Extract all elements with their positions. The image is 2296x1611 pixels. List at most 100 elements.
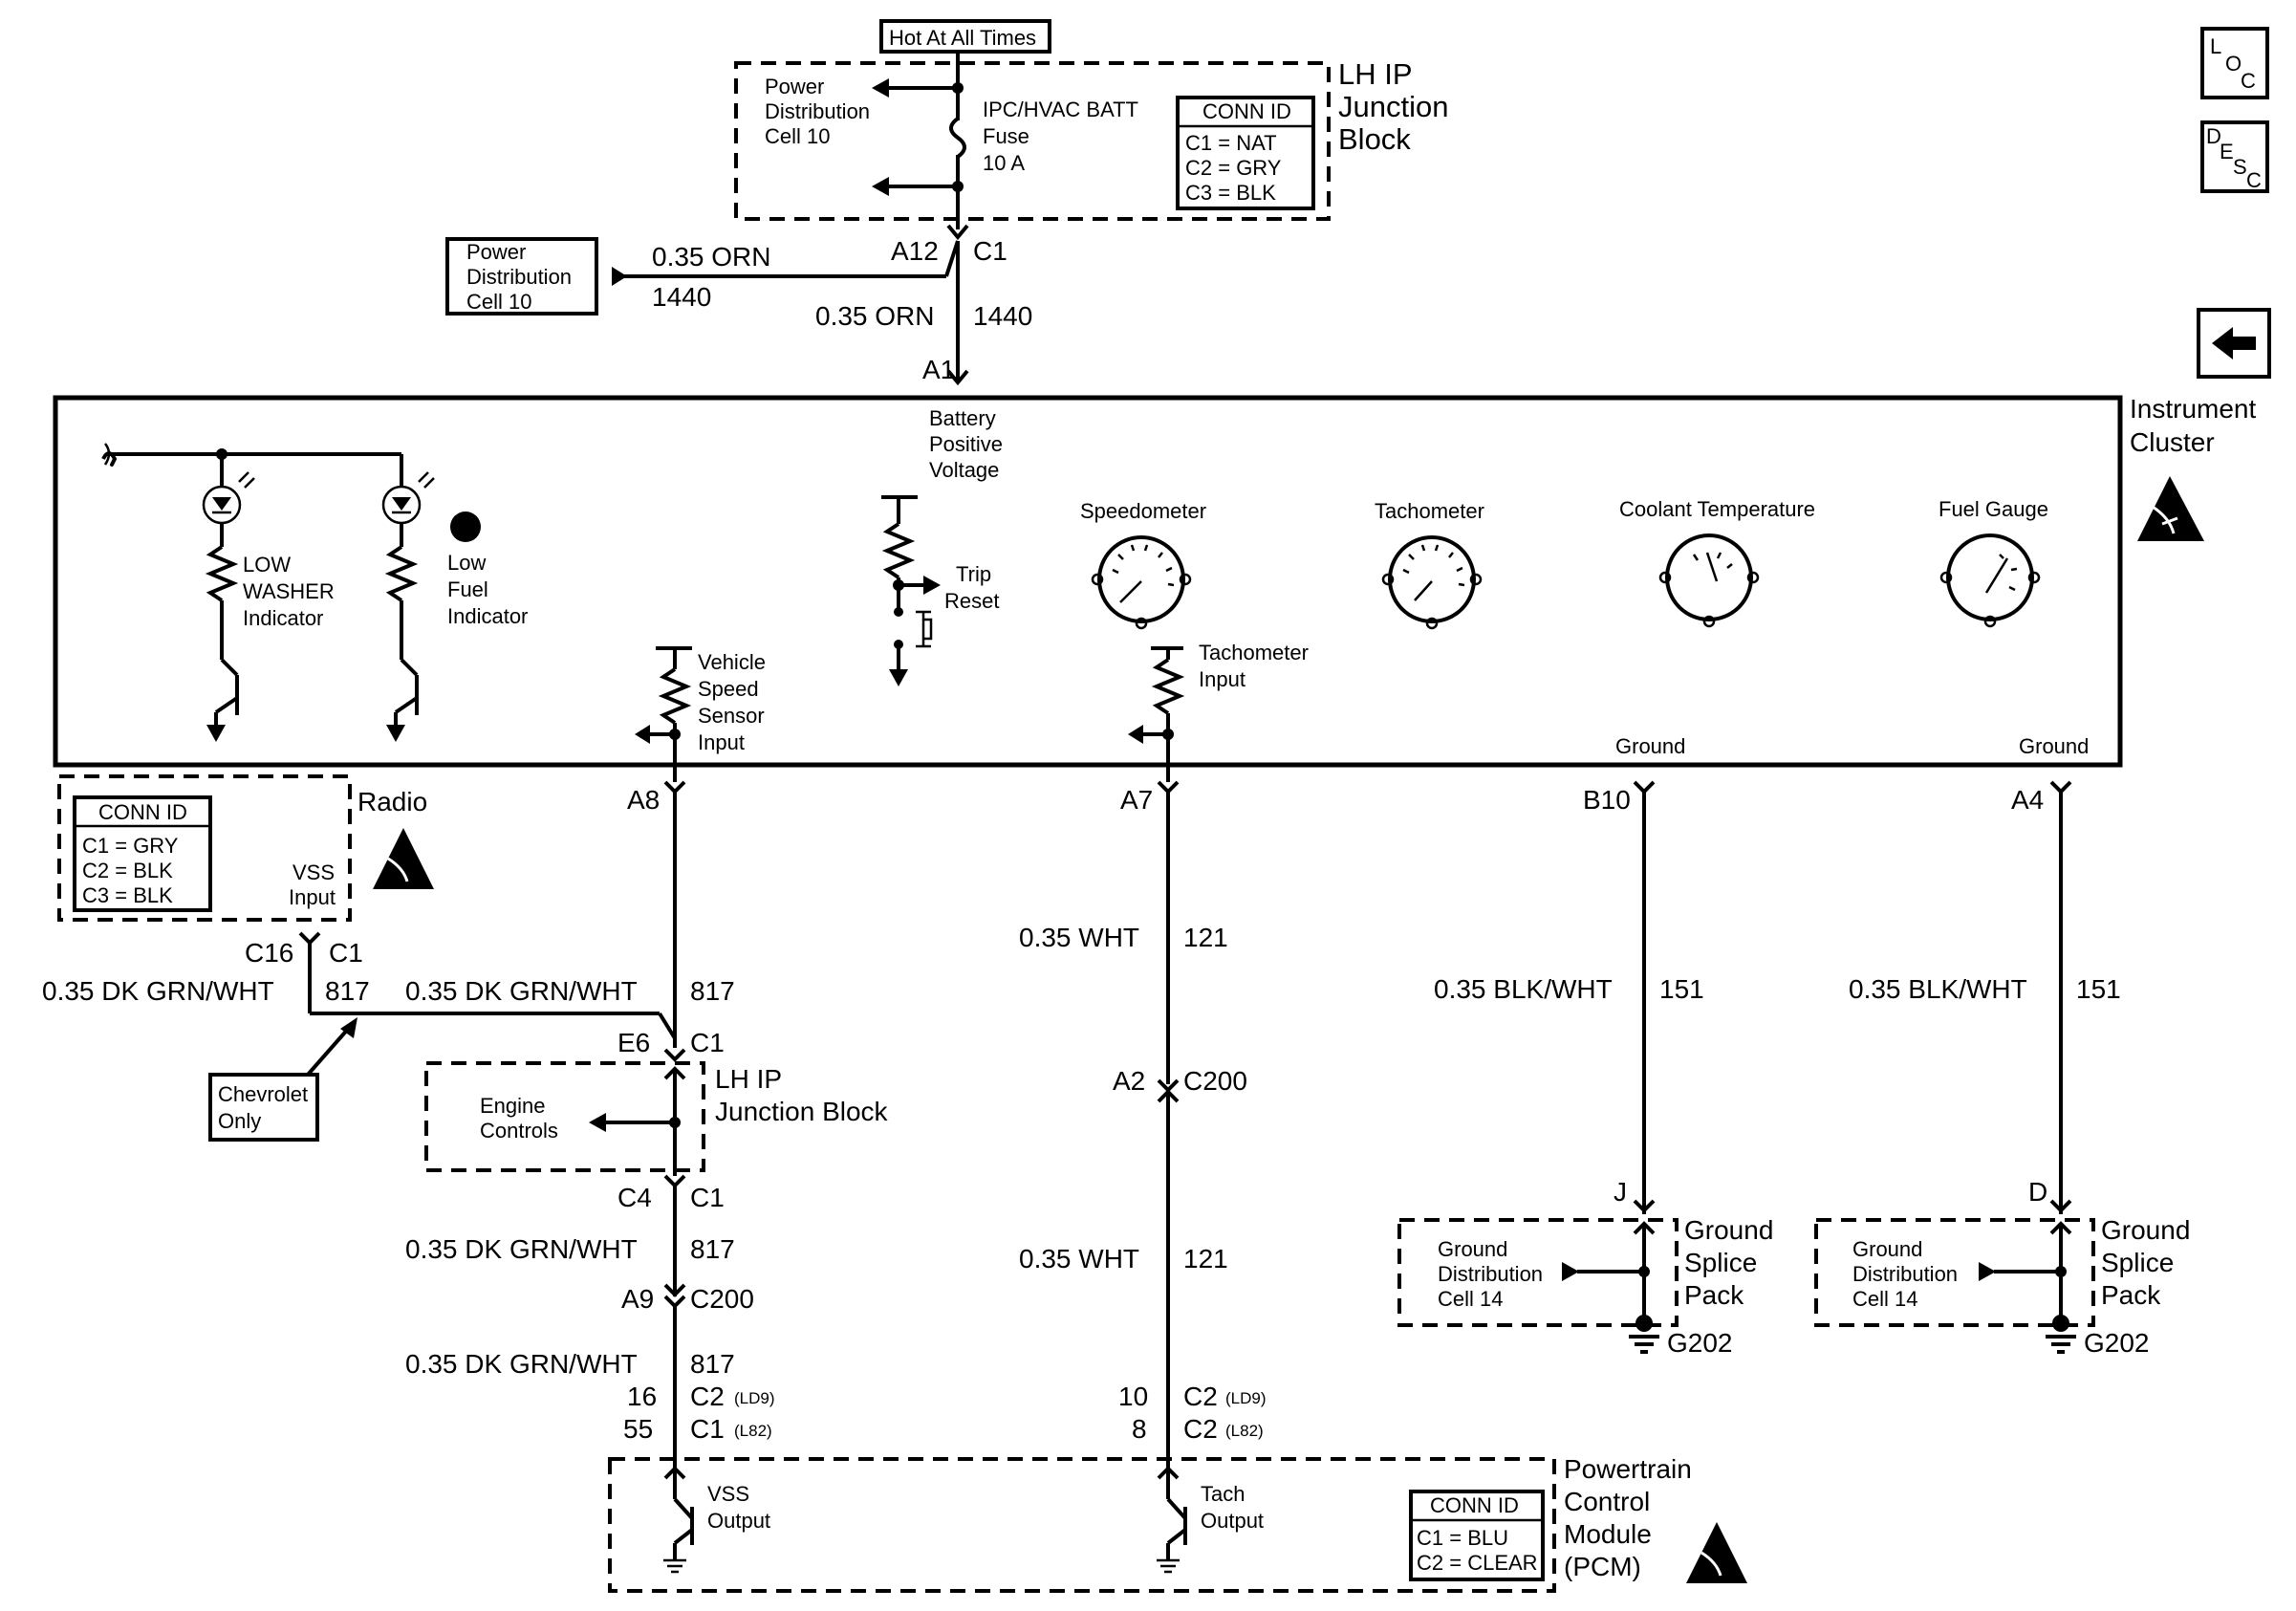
ground-dist-label-1: Ground (1438, 1237, 1507, 1261)
battery-positive-label: Battery (929, 406, 996, 430)
tachometer-label: Tachometer (1375, 499, 1484, 523)
svg-text:C1: C1 (690, 1414, 725, 1444)
svg-text:Voltage: Voltage (929, 458, 999, 482)
svg-text:(LD9): (LD9) (1225, 1389, 1267, 1407)
svg-text:A8: A8 (627, 785, 660, 815)
svg-text:C: C (2241, 69, 2256, 93)
svg-text:Input: Input (289, 885, 336, 909)
svg-text:B10: B10 (1583, 785, 1631, 815)
connector-e6-icon (663, 1048, 686, 1062)
loc-button[interactable]: L O C (2200, 27, 2269, 99)
connector-a4-icon (2049, 780, 2072, 795)
svg-text:CONN ID: CONN ID (1202, 99, 1291, 123)
connector-j-icon (1633, 1199, 1656, 1213)
svg-text:10 A: 10 A (983, 151, 1025, 175)
svg-text:Indicator: Indicator (447, 604, 528, 628)
splice-pack-1-title: Ground (1684, 1215, 1773, 1245)
radio-title: Radio (357, 787, 427, 816)
jb-top-title: LH IP (1338, 57, 1413, 91)
svg-text:C2 = GRY: C2 = GRY (1185, 156, 1282, 180)
low-washer-indicator (202, 471, 255, 742)
svg-text:1440: 1440 (652, 282, 711, 312)
connector-c16-icon (298, 931, 321, 946)
svg-text:C1 = GRY: C1 = GRY (82, 834, 179, 858)
svg-text:Distribution: Distribution (466, 265, 572, 289)
svg-text:Output: Output (1201, 1509, 1264, 1533)
svg-text:WASHER: WASHER (243, 579, 335, 603)
engine-controls-label: Engine (480, 1094, 546, 1118)
esd-warning-icon (2137, 476, 2204, 541)
svg-text:C200: C200 (690, 1284, 754, 1314)
svg-text:A7: A7 (1120, 785, 1153, 815)
svg-text:G202: G202 (1667, 1328, 1733, 1358)
svg-text:A12: A12 (891, 236, 939, 266)
low-fuel-label: Low (447, 551, 486, 575)
svg-text:C1: C1 (690, 1028, 725, 1057)
svg-text:151: 151 (2076, 974, 2121, 1004)
svg-text:(LD9): (LD9) (734, 1389, 775, 1407)
svg-text:C200: C200 (1183, 1066, 1247, 1096)
svg-text:Cluster: Cluster (2130, 427, 2215, 457)
svg-text:Fuel: Fuel (447, 577, 488, 601)
svg-text:L: L (2210, 34, 2221, 58)
svg-text:C1: C1 (973, 236, 1007, 266)
svg-text:Input: Input (698, 730, 745, 754)
svg-text:C1: C1 (329, 938, 363, 968)
speedometer-gauge-icon (1091, 535, 1192, 630)
fuse-label: IPC/HVAC BATT (983, 98, 1138, 121)
low-fuel-lamp-dot (450, 512, 481, 542)
svg-text:C1 = NAT: C1 = NAT (1185, 131, 1277, 155)
radio-vss-input-label: VSS (292, 860, 335, 884)
connector-a1-icon (946, 369, 969, 386)
ground-label-2: Ground (2019, 734, 2089, 758)
svg-text:A1: A1 (922, 355, 955, 384)
vss-input-label: Vehicle (698, 650, 766, 674)
svg-text:CONN ID: CONN ID (98, 800, 187, 824)
connector-a12-icon (946, 224, 969, 241)
svg-text:Fuse: Fuse (983, 124, 1029, 148)
svg-text:Distribution: Distribution (1852, 1262, 1958, 1286)
svg-text:121: 121 (1183, 1244, 1228, 1274)
svg-text:C4: C4 (617, 1183, 652, 1212)
ground-label-1: Ground (1615, 734, 1685, 758)
ground-splice-pack-2 (1814, 1218, 2095, 1327)
svg-text:E6: E6 (617, 1028, 650, 1057)
svg-text:Splice: Splice (2101, 1248, 2174, 1277)
back-arrow-button[interactable] (2197, 308, 2271, 379)
svg-text:C: C (2246, 168, 2262, 192)
svg-text:C3 = BLK: C3 = BLK (1185, 181, 1276, 205)
lh-ip-junction-block-top (734, 61, 1331, 221)
trip-reset-switch (881, 495, 941, 686)
svg-text:(L82): (L82) (1225, 1422, 1264, 1440)
instrument-cluster-box (53, 395, 2123, 768)
pcm-box (608, 1457, 1556, 1593)
desc-button[interactable]: D E S C (2200, 120, 2269, 193)
coolant-temp-label: Coolant Temperature (1619, 497, 1815, 521)
svg-text:Junction: Junction (1338, 90, 1448, 123)
svg-text:Distribution: Distribution (765, 99, 870, 123)
svg-text:Speed: Speed (698, 677, 759, 701)
tach-output-label: Tach (1201, 1482, 1245, 1506)
svg-text:C3 = BLK: C3 = BLK (82, 883, 173, 907)
svg-text:S: S (2233, 155, 2247, 179)
ground-dist-label-2: Ground (1852, 1237, 1922, 1261)
svg-text:D: D (2028, 1177, 2047, 1207)
svg-text:Sensor: Sensor (698, 704, 765, 728)
pcm-vss-output (663, 1466, 694, 1574)
svg-text:817: 817 (690, 1234, 735, 1264)
tach-input-label: Tachometer (1199, 641, 1309, 664)
jb-mid-title: LH IP (715, 1064, 782, 1094)
svg-text:O: O (2225, 52, 2242, 76)
svg-text:A4: A4 (2011, 785, 2044, 815)
svg-text:Chevrolet: Chevrolet (218, 1082, 308, 1106)
coolant-gauge-icon (1658, 533, 1760, 628)
hot-at-all-times-label: Hot At All Times (879, 19, 1051, 54)
svg-text:Control: Control (1564, 1487, 1650, 1516)
svg-text:Hot At All Times: Hot At All Times (889, 26, 1036, 50)
svg-text:Input: Input (1199, 667, 1245, 691)
svg-text:D: D (2206, 124, 2221, 148)
svg-text:C2: C2 (690, 1382, 725, 1411)
pcm-title: Powertrain (1564, 1454, 1692, 1484)
power-distribution-box: Power Distribution Cell 10 (445, 237, 598, 316)
svg-text:C1: C1 (690, 1183, 725, 1212)
